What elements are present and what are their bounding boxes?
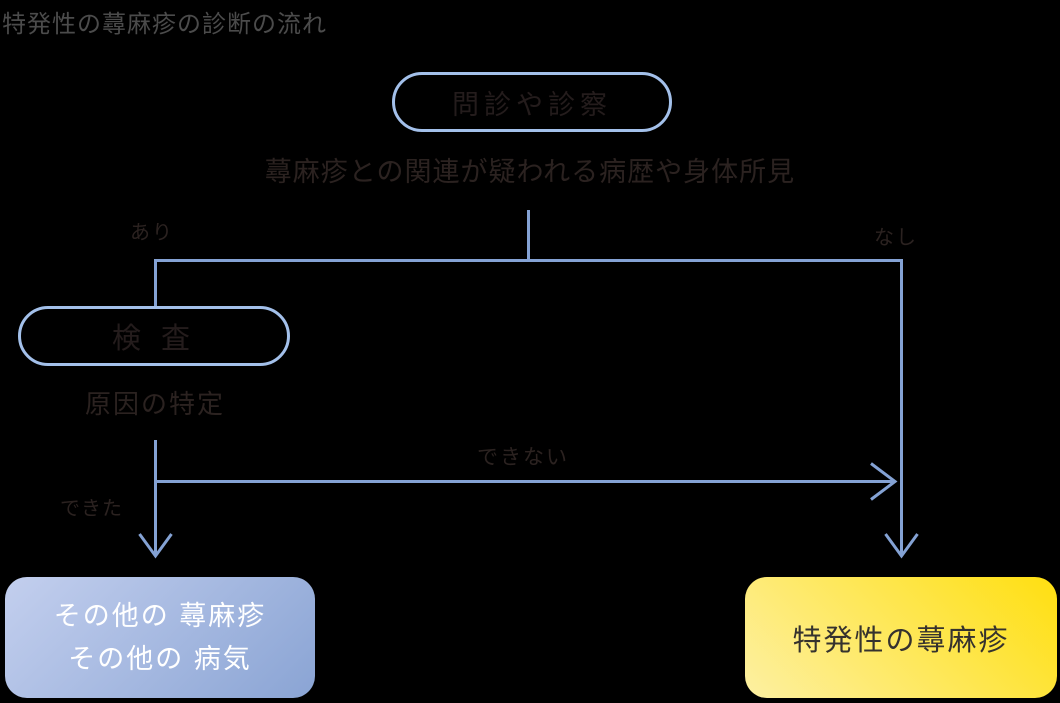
arrowhead-right-icon: [870, 462, 898, 501]
branch-label-identified-yes: できた: [60, 498, 123, 520]
branch-label-history-yes: あり: [130, 222, 174, 244]
node-interview-label: 問診や診察: [452, 89, 612, 120]
node-other-line2: その他の 病気: [68, 643, 252, 674]
branch-label-history-no: なし: [874, 227, 918, 249]
node-idiopathic-box: 特発性の蕁麻疹: [745, 577, 1057, 698]
node-other-line1: その他の 蕁麻疹: [53, 600, 267, 631]
arrowhead-down-right-icon: [884, 533, 919, 559]
node-test-label: 検 査: [111, 323, 197, 355]
node-findings-text: 蕁麻疹との関連が疑われる病歴や身体所見: [264, 157, 796, 187]
diagram-title: 特発性の蕁麻疹の診断の流れ: [2, 11, 327, 38]
node-other-box: その他の 蕁麻疹 その他の 病気: [5, 577, 315, 698]
arrowhead-down-left-icon: [138, 533, 173, 559]
node-idiopathic-label: 特発性の蕁麻疹: [792, 624, 1010, 657]
node-interview: 問診や診察: [392, 72, 672, 132]
node-identify-text: 原因の特定: [84, 389, 225, 419]
node-test: 検 査: [18, 306, 290, 366]
connector-branch: [154, 259, 903, 556]
branch-label-identified-no: できない: [477, 446, 569, 469]
